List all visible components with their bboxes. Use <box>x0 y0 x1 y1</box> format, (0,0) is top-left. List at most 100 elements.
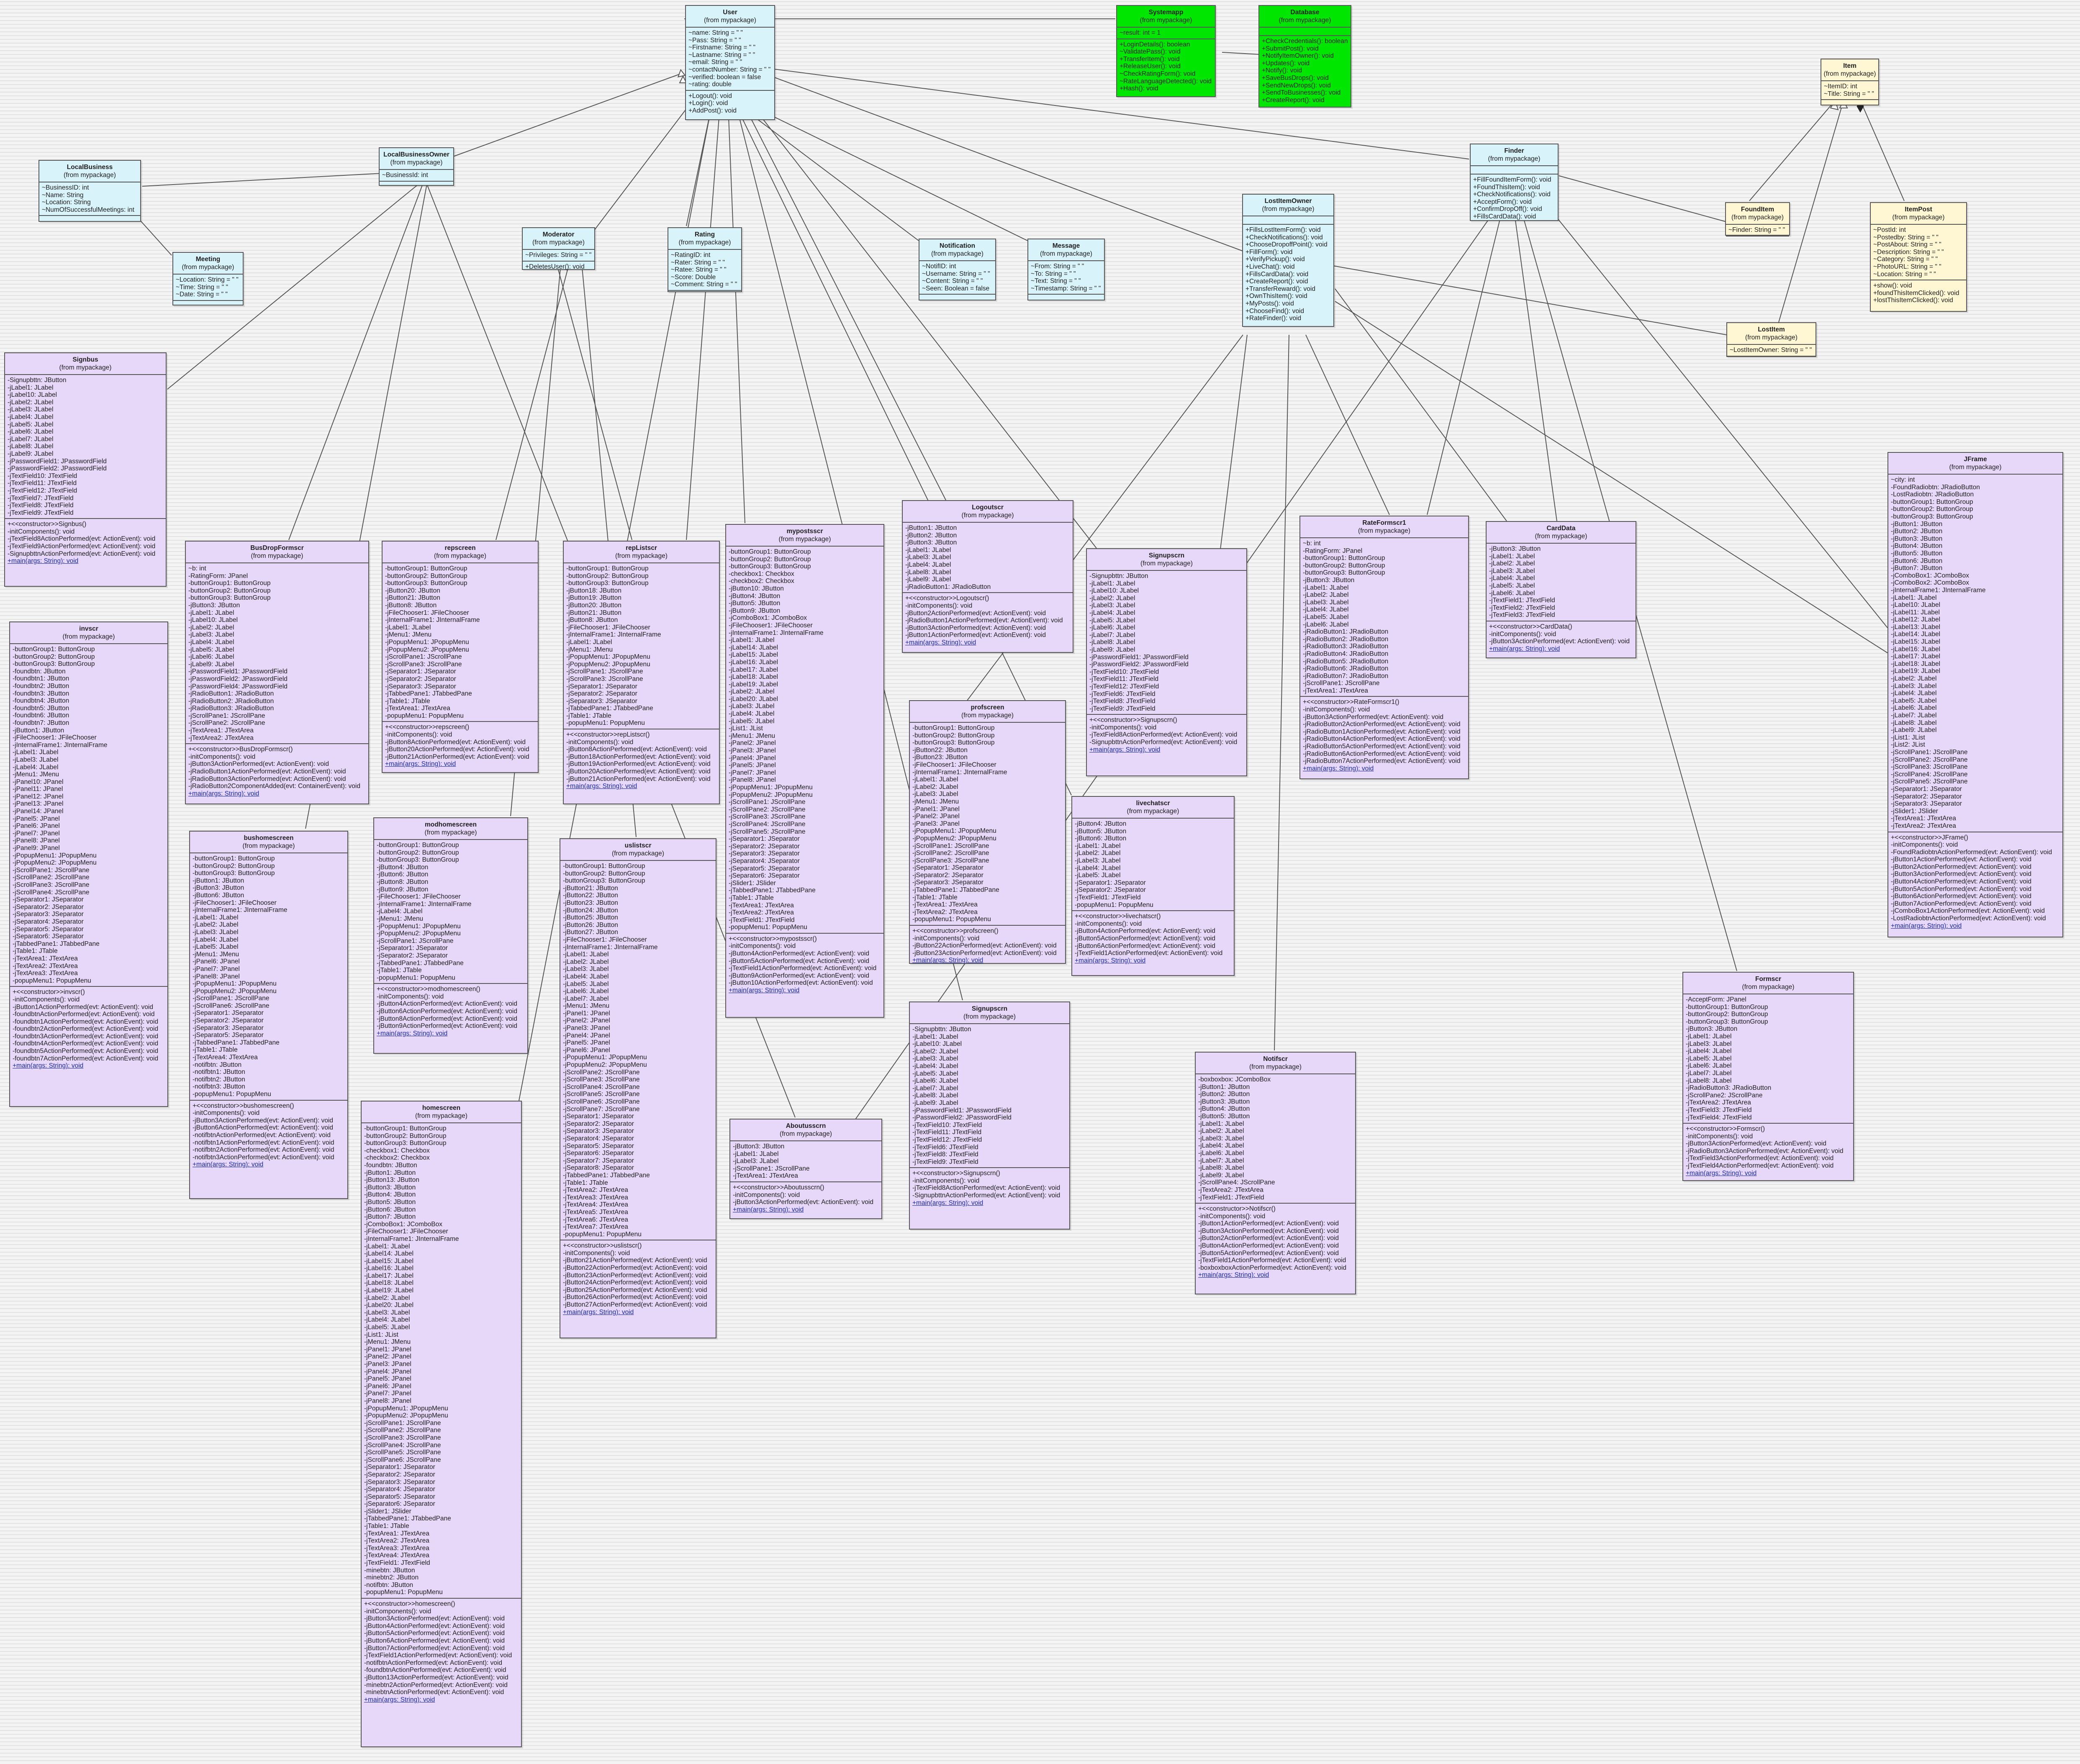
class-operation: -jButton3ActionPerformed(evt: ActionEven… <box>364 1615 505 1623</box>
class-attribute: ~Score: Double <box>671 273 716 281</box>
class-attribute: -jTextArea3: JTextArea <box>13 970 78 977</box>
class-attribute: -jPopupMenu2: JPopupMenu <box>563 1061 647 1069</box>
class-attribute: -jSeparator4: JSeparator <box>729 857 800 865</box>
class-attribute: -buttonGroup2: ButtonGroup <box>563 870 645 877</box>
class-operation: -jButton26ActionPerformed(evt: ActionEve… <box>563 1294 707 1301</box>
class-attribute: -popupMenu1: PopupMenu <box>1075 901 1153 909</box>
class-attribute: -jTable1: JTable <box>729 894 774 901</box>
class-attribute: -jLabel12: JLabel <box>1891 616 1941 624</box>
class-attribute: -jLabel4: JLabel <box>1089 609 1135 616</box>
class-header: JFrame(from mypackage) <box>1888 453 2062 475</box>
class-operation: +main(args: String): void <box>566 783 637 790</box>
class-attribute: -jTextArea2: JTextArea <box>912 908 978 916</box>
class-attribute: -jList1: JList <box>364 1331 398 1338</box>
class-attribute: -foundbtn: JButton <box>13 668 66 675</box>
class-attribute: -jTextArea2: JTextArea <box>563 1186 628 1194</box>
class-box-carddata: CardData(from mypackage)-jButton3: JButt… <box>1486 521 1636 658</box>
class-package: (from mypackage) <box>182 264 234 271</box>
class-attribute: -jButton27: JButton <box>563 929 618 936</box>
class-header: LocalBusiness(from mypackage) <box>39 161 140 182</box>
class-attribute: -jButton3: JButton <box>1686 1025 1738 1033</box>
class-attribute: -popupMenu1: PopupMenu <box>729 924 807 931</box>
class-header: Signbus(from mypackage) <box>5 353 166 375</box>
class-attribute: -jScrollPane3: JScrollPane <box>1891 763 1968 771</box>
class-attribute: -jLabel4: JLabel <box>377 908 423 915</box>
class-attribute: ~ItemID: int <box>1824 83 1857 90</box>
class-attribute: -jTextField11: JTextField <box>8 480 77 487</box>
class-attribute: -jScrollPane6: JScrollPane <box>563 1098 640 1105</box>
class-attributes-section: -buttonGroup1: ButtonGroup-buttonGroup2:… <box>910 723 1065 925</box>
class-operation: -jRadioButton3ActionPerformed(evt: Actio… <box>1686 1147 1844 1155</box>
class-operation: -FoundRadiobtnActionPerformed(evt: Actio… <box>1891 848 2052 856</box>
class-operation: +<<constructor>>RateFormscr1() <box>1303 698 1400 706</box>
class-attribute: -jMenu1: JMenu <box>13 771 59 778</box>
class-header: homescreen(from mypackage) <box>362 1102 521 1123</box>
class-attribute: -jLabel3: JLabel <box>1198 1135 1244 1142</box>
class-attribute: -jLabel4: JLabel <box>13 763 59 771</box>
class-attribute: -jScrollPane2: JScrollPane <box>188 719 265 727</box>
class-attribute: -jLabel5: JLabel <box>1089 616 1135 624</box>
class-attribute: -jLabel6: JLabel <box>1198 1149 1244 1157</box>
class-operation: -foundbtn1ActionPerformed(evt: ActionEve… <box>13 1018 159 1025</box>
class-attribute: -jLabel13: JLabel <box>1891 623 1941 631</box>
class-attributes-section: -buttonGroup1: ButtonGroup-buttonGroup2:… <box>190 853 347 1100</box>
class-attribute: -jScrollPane2: JScrollPane <box>1891 756 1968 763</box>
class-operation: +<<constructor>>Signbus() <box>8 521 87 528</box>
class-attribute: -jLabel17: JLabel <box>1891 653 1941 660</box>
class-attribute: -jSeparator3: JSeparator <box>1891 800 1962 808</box>
class-operation: -jButton2ActionPerformed(evt: ActionEven… <box>1198 1235 1339 1242</box>
class-attribute: -jSeparator3: JSeparator <box>566 697 637 705</box>
class-attribute: -jSeparator3: JSeparator <box>563 1127 634 1135</box>
class-name: Signupscrn <box>1148 552 1185 559</box>
class-operation: +NotifyItemOwner(): void <box>1262 52 1334 60</box>
finder-user-generalization <box>757 67 1469 159</box>
class-attribute: -jLabel8: JLabel <box>1089 639 1135 646</box>
class-attribute: -jButton3: JButton <box>1198 1098 1250 1105</box>
class-attribute: -jLabel5: JLabel <box>1075 872 1121 879</box>
class-attribute: -jTabbedPane1: JTabbedPane <box>566 705 653 712</box>
class-attribute: -jLabel8: JLabel <box>1686 1077 1732 1084</box>
class-attribute: -jButton2: JButton <box>1198 1091 1250 1098</box>
class-operation: -jRadioButton1ActionPerformed(evt: Actio… <box>188 768 346 775</box>
class-package: (from mypackage) <box>1745 334 1798 341</box>
class-operation: -LostRadiobtnActionPerformed(evt: Action… <box>1891 915 2046 922</box>
class-attribute: -jScrollPane4: JScrollPane <box>1891 770 1968 778</box>
class-package: (from mypackage) <box>1279 17 1331 24</box>
class-header: Meeting(from mypackage) <box>173 253 243 275</box>
class-operation: +main(args: String): void <box>377 1030 448 1037</box>
class-header: BusDropFormscr(from mypackage) <box>186 542 368 563</box>
class-box-signupscrn: Signupscrn(from mypackage)-Signupbttn: J… <box>1086 548 1247 776</box>
class-attribute: -jPopupMenu2: JPopupMenu <box>912 834 996 842</box>
class-attribute: -jLabel14: JLabel <box>364 1250 414 1258</box>
class-attribute: -jLabel8: JLabel <box>905 568 951 576</box>
class-operation: -jButton10ActionPerformed(evt: ActionEve… <box>729 979 873 987</box>
class-attribute: -checkbox2: Checkbox <box>364 1154 430 1162</box>
class-box-formscr: Formscr(from mypackage)-AcceptForm: JPan… <box>1682 972 1854 1181</box>
class-attribute: -jPanel6: JPanel <box>13 822 60 830</box>
class-attribute: ~Privileges: String = " " <box>525 252 592 259</box>
class-box-localbusiness: LocalBusiness(from mypackage)~BusinessID… <box>39 160 141 222</box>
class-operations-section: +FillFoundItemForm(): void+FoundThisItem… <box>1471 174 1558 222</box>
class-attribute: -buttonGroup2: ButtonGroup <box>377 849 459 856</box>
class-attribute: -jButton4: JButton <box>1891 542 1943 550</box>
class-header: Finder(from mypackage) <box>1471 144 1558 166</box>
class-attribute: -jLabel5: JLabel <box>8 421 54 428</box>
class-attribute: -jTextField6: JTextField <box>1089 690 1156 698</box>
class-operation: -jButton6ActionPerformed(evt: ActionEven… <box>1891 893 2031 900</box>
class-attribute: -jScrollPane1: JScrollPane <box>193 995 270 1002</box>
class-attribute: -jScrollPane4: JScrollPane <box>13 888 90 896</box>
class-operations-section: +<<constructor>>Signupscrn()-initCompone… <box>1087 714 1246 755</box>
class-attribute: -jButton5: JButton <box>1075 827 1127 835</box>
class-operation: +Login(): void <box>688 100 728 107</box>
class-attribute: -jScrollPane3: JScrollPane <box>729 813 806 821</box>
class-attribute: -jLabel1: JLabel <box>729 637 775 644</box>
class-operation: -initComponents(): void <box>1089 724 1157 731</box>
class-attribute: -buttonGroup3: ButtonGroup <box>364 1140 447 1147</box>
class-name: Systemapp <box>1148 9 1184 16</box>
class-attribute: -jComboBox1: JComboBox <box>729 614 807 622</box>
class-attribute: -jTable1: JTable <box>13 947 58 955</box>
class-operations-section <box>380 180 453 189</box>
class-name: mypostsscr <box>786 528 823 535</box>
class-attributes-section: -buttonGroup1: ButtonGroup-buttonGroup2:… <box>383 563 538 721</box>
class-operation: +RateFinder(): void <box>1245 315 1302 322</box>
